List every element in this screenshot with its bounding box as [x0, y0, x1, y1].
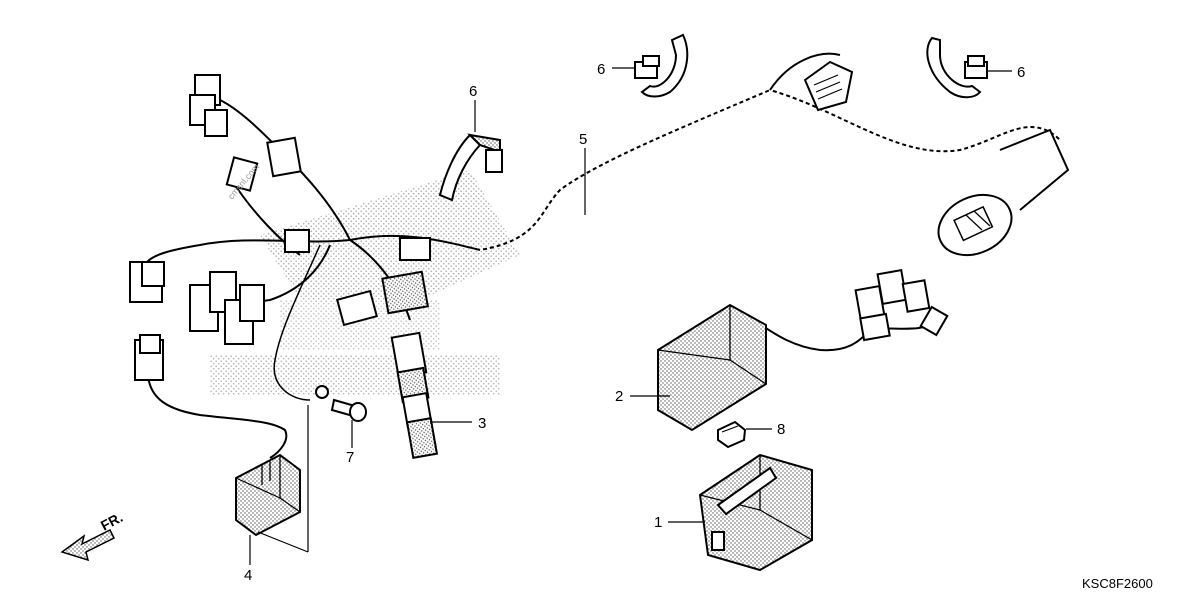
front-direction-indicator: FR.: [60, 509, 125, 562]
front-label: FR.: [98, 509, 125, 534]
callout-7: 7: [346, 449, 354, 466]
callout-5: 5: [579, 131, 587, 148]
callout-6-center: 6: [469, 83, 477, 100]
callout-3: 3: [478, 415, 486, 432]
callout-8: 8: [777, 421, 785, 438]
callout-1: 1: [654, 514, 662, 531]
control-module-part-2: [657, 268, 949, 432]
harness-round-coupler: [937, 128, 1070, 257]
callout-4: 4: [244, 567, 252, 584]
wire-clamp-center: [438, 133, 503, 202]
callout-6-top-right: 6: [1017, 64, 1025, 81]
bolt-part-7: [315, 385, 367, 422]
shading-background: [210, 170, 520, 395]
regulator-part-4: [134, 334, 301, 537]
clip-part-8: [717, 420, 747, 449]
wire-clamp-top-left: [634, 33, 689, 98]
callout-leaders: [249, 67, 1012, 565]
callout-6-top-left: 6: [597, 61, 605, 78]
sensor-part-3: [390, 331, 439, 459]
wire-clamp-top-right: [926, 36, 988, 99]
main-wire-harness: [129, 52, 1070, 401]
ecu-part-1: [698, 453, 813, 572]
diagram-code: KSC8F2600: [1082, 576, 1153, 591]
front-arrow-icon: [60, 528, 116, 562]
callout-2: 2: [615, 388, 623, 405]
